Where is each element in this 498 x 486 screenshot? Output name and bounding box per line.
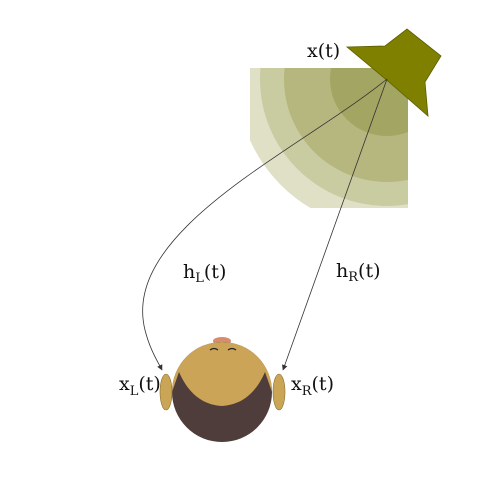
path-left [142, 78, 388, 371]
face [172, 342, 272, 406]
eye-left [209, 347, 219, 351]
x-left-label: xL(t) [119, 373, 161, 399]
x-right-label: xR(t) [291, 373, 334, 399]
ear-right [272, 373, 286, 411]
sound-waves [250, 68, 408, 208]
eye-right [227, 347, 237, 351]
wave-ring-inner [330, 68, 408, 136]
h-right-label: hR(t) [336, 260, 381, 285]
h-left-label: hL(t) [183, 261, 226, 286]
source-label: x(t) [307, 40, 340, 62]
head-icon [159, 337, 286, 442]
ear-left [159, 373, 173, 411]
path-right [282, 78, 388, 371]
speaker-icon [345, 28, 442, 117]
